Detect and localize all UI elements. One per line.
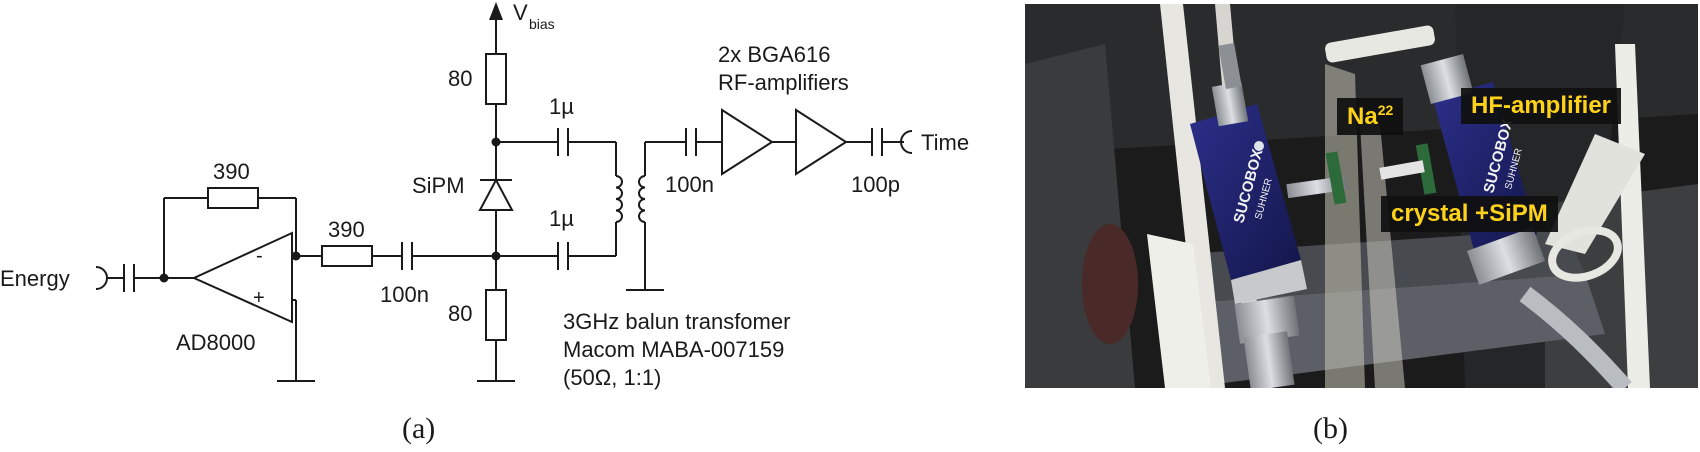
opamp-minus-label: - [256,245,263,267]
balun-label-line3: (50Ω, 1:1) [563,365,661,390]
resistor-top-80-label: 80 [448,66,472,91]
cap-output-100p-label: 100p [851,172,900,197]
junction-dot [291,251,301,261]
caption-a: (a) [402,412,436,445]
opamp-plus-label: + [253,287,265,309]
opamp-ad8000 [191,231,293,324]
amp-title-line1: 2x BGA616 [718,42,831,67]
circuit-schematic: V bias 80 1µ SiPM 1µ 100n 2x BGA616 RF-a… [0,0,969,390]
resistor-feedback-390-label: 390 [213,159,250,184]
label-na22: Na22 [1337,98,1404,135]
resistor-bottom-80 [485,289,507,341]
cap-lower-1u-label: 1µ [549,206,574,231]
junction-dot [159,273,169,283]
resistor-input-390-label: 390 [328,217,365,242]
cap-transformer-out-100n-label: 100n [665,172,714,197]
balun-label-line1: 3GHz balun transfomer [563,309,790,334]
balun-label-line2: Macom MABA-007159 [563,337,784,362]
time-connector-icon [900,130,913,154]
cap-coupling-100n-label: 100n [380,282,429,307]
energy-output-label: Energy [0,266,70,291]
photo-illustration: SUCOBOX SUHNER SUCOBOX SUHNER [1025,4,1698,388]
energy-connector-icon [95,266,108,290]
vbias-subscript: bias [529,16,555,32]
junction-dot [491,251,501,261]
sipm-board-left [1325,151,1347,205]
sipm-diode [478,142,514,256]
balun-transformer [615,142,664,291]
sucobox-left: SUCOBOX SUHNER [1190,42,1307,388]
time-output-label: Time [921,130,969,155]
rf-amplifier-1 [721,108,774,176]
label-crystal-sipm: crystal +SiPM [1381,196,1558,232]
amp-title-line2: RF-amplifiers [718,70,849,95]
sucobox-left-logo-icon [1254,141,1264,151]
crystal [1379,160,1425,180]
resistor-bottom-80-label: 80 [448,301,472,326]
junction-dot [491,137,501,147]
vbias-label: V [513,0,528,25]
sipm-label: SiPM [412,173,465,198]
sipm-board-right [1415,143,1437,195]
vbias-supply: V bias [489,0,555,54]
label-hf-amplifier: HF-amplifier [1461,88,1622,124]
resistor-top-80 [485,53,507,105]
setup-photo: SUCOBOX SUHNER SUCOBOX SUHNER Na22 HF-am… [1025,4,1698,388]
resistor-feedback-390 [207,187,259,209]
cap-upper-1u-label: 1µ [549,94,574,119]
resistor-input-390 [321,245,373,267]
caption-b: (b) [1313,412,1348,445]
rf-amplifier-2 [795,108,848,176]
opamp-label: AD8000 [176,330,256,355]
